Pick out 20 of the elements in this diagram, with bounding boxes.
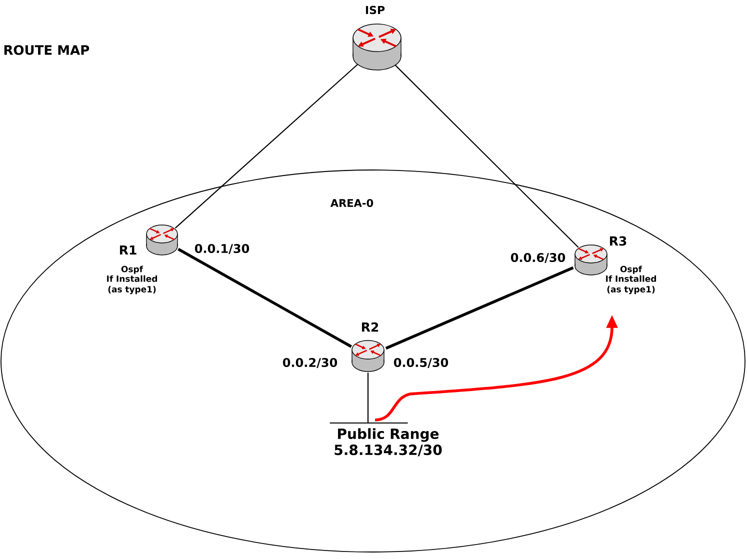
note-text: If Installed (as type1) [606,275,656,294]
router-label: ISP [366,6,385,14]
router-label: R2 [362,322,378,332]
connection-line [367,372,369,423]
note-text: If Installed (as type1) [107,275,158,294]
router-label: R1 [120,245,136,255]
area-label: AREA-0 [330,199,374,207]
note-text: Ospf [121,266,144,274]
address-label: 0.0.2/30 [282,358,338,368]
network-label: Public Range 5.8.134.32/30 [334,428,442,456]
connection-line [178,248,352,348]
address-label: 0.0.6/30 [510,252,566,263]
connection-line [385,266,574,350]
note-text: Ospf [620,266,642,274]
address-label: 0.0.1/30 [194,244,250,254]
connection-line [174,64,358,228]
router-label: R3 [610,236,626,246]
connection-line [395,64,579,248]
diagram-title: ROUTE MAP [4,45,90,55]
address-label: 0.0.5/30 [394,358,448,368]
